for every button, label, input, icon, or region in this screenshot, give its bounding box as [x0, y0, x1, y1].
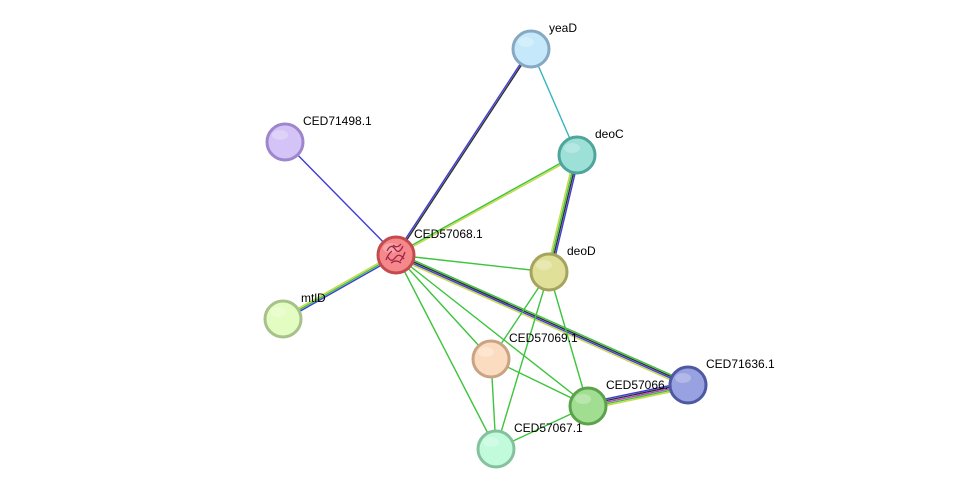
node-label: CED57067.1: [514, 421, 583, 435]
node-label: deoC: [595, 127, 624, 141]
edge-evidence-line: [395, 254, 550, 273]
edge-deod-ced57067-1[interactable]: [495, 271, 550, 450]
edge-evidence-line: [495, 271, 550, 450]
node-label: mtlD: [301, 291, 326, 305]
edge-evidence-line: [396, 155, 578, 257]
edge-evidence-line: [395, 254, 492, 360]
node-label: CED57068.1: [414, 227, 483, 241]
protein-structure-strand: [387, 254, 405, 261]
protein-structure-strand: [392, 243, 402, 248]
node-ced57067-1[interactable]: CED57067.1: [476, 421, 583, 469]
node-circle[interactable]: [568, 386, 608, 426]
node-yead[interactable]: yeaD: [511, 21, 577, 69]
node-circle[interactable]: [265, 122, 305, 162]
node-circle[interactable]: [557, 135, 597, 175]
protein-structure-strand: [385, 250, 393, 261]
edge-evidence-line: [395, 153, 577, 255]
edge-ced57068-1-deod[interactable]: [395, 254, 550, 273]
node-highlight: [478, 347, 494, 357]
node-highlight: [272, 130, 288, 140]
protein-structure-strand: [386, 245, 404, 253]
node-label: CED57069.1: [509, 331, 578, 345]
node-mtld[interactable]: mtlD: [263, 291, 326, 339]
node-highlight: [483, 437, 499, 447]
node-label: CED71636.1: [706, 357, 775, 371]
node-label: CED71498.1: [303, 114, 372, 128]
edge-ced57068-1-ced57067-1[interactable]: [395, 254, 497, 450]
node-ced57066-1[interactable]: CED57066.: [568, 378, 668, 426]
node-deod[interactable]: deoD: [529, 244, 596, 292]
edge-evidence-line: [395, 254, 497, 450]
edge-ced57068-1-yead[interactable]: [394, 48, 533, 256]
node-circle[interactable]: [376, 235, 416, 275]
edge-evidence-line: [550, 155, 581, 273]
edge-evidence-line: [396, 49, 533, 256]
edge-evidence-line: [282, 254, 397, 320]
edge-evidence-line: [281, 252, 396, 319]
node-circle[interactable]: [471, 339, 511, 379]
node-highlight: [575, 394, 591, 404]
node-label: yeaD: [549, 21, 577, 35]
edge-deod-ced57066-1[interactable]: [548, 271, 589, 407]
node-label: CED57066.: [606, 378, 668, 392]
edge-evidence-line: [548, 271, 589, 407]
edge-evidence-line: [395, 254, 589, 407]
protein-structure-strand: [399, 251, 406, 262]
edge-evidence-line: [395, 255, 688, 387]
node-highlight: [675, 373, 691, 383]
node-highlight: [536, 260, 552, 270]
edge-evidence-line: [284, 141, 397, 256]
edge-deoc-deod[interactable]: [545, 154, 581, 273]
node-circle[interactable]: [263, 299, 303, 339]
node-highlight: [518, 37, 534, 47]
edge-ced57068-1-ced57066-1[interactable]: [395, 254, 589, 407]
node-circle[interactable]: [476, 429, 516, 469]
edge-evidence-line: [394, 48, 531, 255]
edge-ced57068-1-ced71636-1[interactable]: [394, 252, 690, 388]
edge-evidence-line: [545, 154, 576, 272]
edge-evidence-line: [396, 253, 689, 385]
node-deoc[interactable]: deoC: [557, 127, 624, 175]
edge-evidence-line: [283, 255, 398, 322]
edges-layer: [281, 48, 690, 450]
node-highlight: [564, 143, 580, 153]
edge-evidence-line: [394, 256, 688, 388]
edge-evidence-line: [547, 154, 577, 272]
node-ced71636-1[interactable]: CED71636.1: [668, 357, 775, 405]
edge-ced57068-1-deoc[interactable]: [395, 153, 578, 257]
node-highlight: [270, 307, 286, 317]
node-ced57068-1[interactable]: CED57068.1: [376, 227, 483, 275]
nodes-layer: yeaD CED71498.1 deoC CED57068.1 deoD mtlD CED5…: [263, 21, 775, 469]
node-ced71498-1[interactable]: CED71498.1: [265, 114, 372, 162]
node-circle[interactable]: [668, 365, 708, 405]
node-circle[interactable]: [511, 29, 551, 69]
edge-ced57068-1-mtld[interactable]: [281, 252, 398, 322]
node-circle[interactable]: [529, 252, 569, 292]
edge-evidence-line: [549, 155, 579, 273]
protein-structure-icon: [385, 243, 406, 264]
edge-evidence-line: [396, 252, 690, 384]
node-label: deoD: [567, 244, 596, 258]
edge-ced57068-1-ced71498-1[interactable]: [284, 141, 397, 256]
node-ced57069-1[interactable]: CED57069.1: [471, 331, 578, 379]
protein-structure-strand: [390, 260, 402, 264]
edge-ced57068-1-ced57069-1[interactable]: [395, 254, 492, 360]
